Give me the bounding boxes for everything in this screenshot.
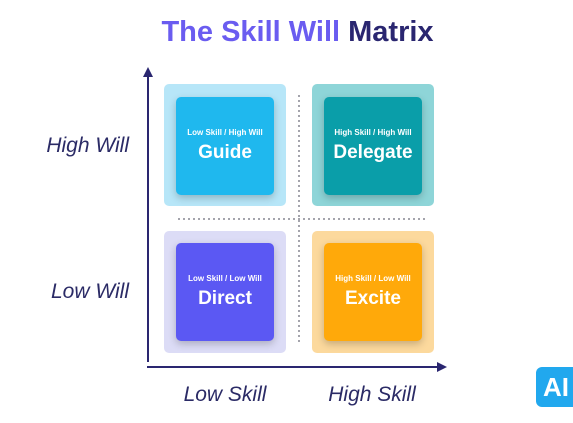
x-label-low-skill: Low Skill — [183, 383, 267, 406]
quadrant-guide-subtitle: Low Skill / High Will — [187, 128, 263, 137]
quadrant-excite-label: Excite — [345, 288, 401, 309]
quadrant-delegate-subtitle: High Skill / High Will — [334, 128, 412, 137]
x-label-high-skill: High Skill — [328, 383, 416, 406]
quadrant-direct: Low Skill / Low Will Direct — [176, 243, 274, 341]
quadrant-delegate: High Skill / High Will Delegate — [324, 97, 422, 195]
title-rest: Matrix — [348, 16, 434, 48]
brand-logo: AI — [536, 367, 573, 407]
diagram-title: The Skill Will Matrix — [0, 14, 573, 50]
quadrant-excite: High Skill / Low Will Excite — [324, 243, 422, 341]
quadrant-direct-label: Direct — [198, 288, 252, 309]
quadrant-guide-label: Guide — [198, 142, 252, 163]
quadrant-delegate-label: Delegate — [333, 142, 413, 163]
quadrant-excite-subtitle: High Skill / Low Will — [335, 274, 411, 283]
quadrant-guide: Low Skill / High Will Guide — [176, 97, 274, 195]
x-axis-arrowhead — [437, 362, 447, 372]
y-axis-arrowhead — [143, 67, 153, 77]
quadrant-direct-subtitle: Low Skill / Low Will — [188, 274, 262, 283]
y-label-low-will: Low Will — [51, 280, 129, 303]
brand-logo-text: AI — [543, 371, 569, 402]
title-accent: The Skill Will — [161, 16, 341, 48]
y-label-high-will: High Will — [46, 134, 129, 157]
